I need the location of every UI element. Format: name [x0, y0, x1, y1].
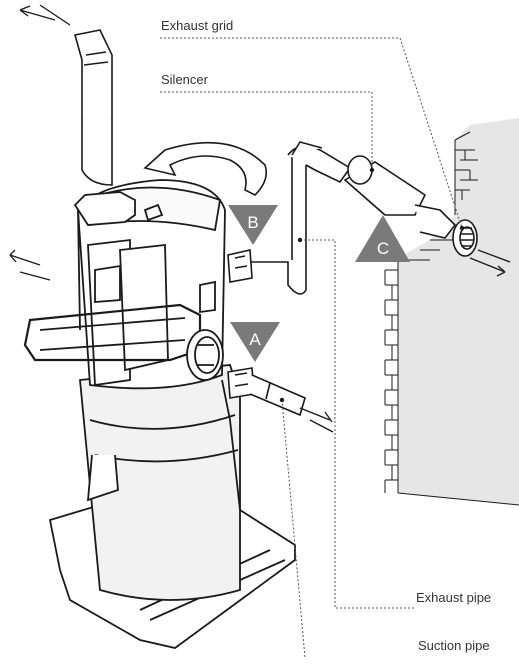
leader-lines [160, 37, 463, 659]
marker-b: B [228, 205, 278, 245]
top-exhaust-arrow-icon [19, 4, 71, 26]
marker-c: C [355, 215, 410, 262]
brick-wall [384, 118, 519, 506]
silencer-pointer-dot [369, 167, 375, 173]
marker-b-label: B [247, 213, 258, 232]
exhaust-out-arrow-icon [469, 249, 511, 277]
suction-pipe-label: Suction pipe [418, 638, 490, 653]
marker-a: A [230, 322, 280, 362]
exhaust-grid-pointer-dot [459, 225, 465, 231]
central-vacuum-unit [23, 179, 296, 649]
silencer-body [343, 155, 457, 239]
upper-connector [227, 249, 253, 283]
exhaust-pipe-pointer-dot [297, 237, 303, 243]
left-intake-arrow-icon [9, 249, 51, 281]
exhaust-grid-leader [160, 37, 463, 229]
top-exhaust-pipe [73, 29, 113, 186]
silencer-label: Silencer [161, 72, 208, 87]
exhaust-grid-cap [452, 219, 478, 257]
rotate-arrow-icon [143, 141, 268, 196]
marker-c-label: C [377, 239, 389, 258]
suction-pipe-leader [281, 399, 306, 659]
exhaust-piping [250, 141, 352, 295]
suction-in-arrow-icon [299, 407, 334, 433]
suction-piping [249, 374, 306, 417]
suction-pipe-pointer-dot [279, 397, 285, 403]
marker-a-label: A [249, 330, 261, 349]
exhaust-pipe-leader [300, 239, 415, 609]
exhaust-pipe-label: Exhaust pipe [416, 590, 492, 605]
silencer-leader [160, 91, 373, 170]
exhaust-grid-label: Exhaust grid [161, 18, 234, 33]
